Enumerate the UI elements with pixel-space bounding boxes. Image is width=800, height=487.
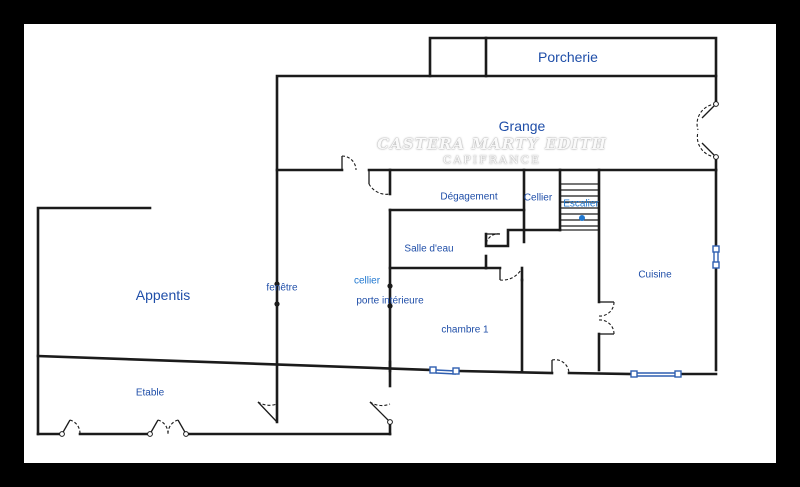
label-cuisine: Cuisine [638,269,672,281]
label-escalier: Escalier [563,198,599,210]
label-porcherie: Porcherie [538,49,598,65]
label-porte-interieure: porte intérieure [356,295,424,307]
photo-frame: Porcherie Grange Dégagement Cellier Esca… [10,10,790,477]
doors [61,103,717,435]
windows [429,245,720,378]
label-grange: Grange [498,118,546,134]
label-chambre: chambre 1 [441,324,489,336]
label-cellier-top: Cellier [523,192,553,204]
grange-walls [275,74,718,424]
label-appentis: Appentis [135,287,191,303]
label-fenetre: fenêtre [266,282,298,294]
main-house-bottom-wall [36,354,718,376]
watermark-title: CASTERA MARTY EDITH [377,135,607,153]
appentis-walls [36,206,152,436]
interior-walls [388,168,562,373]
label-salle-deau: Salle d'eau [404,243,454,255]
label-etable: Etable [135,387,165,399]
etable-walls [36,360,392,436]
label-degagement: Dégagement [440,191,498,203]
floor-plan-drawing [36,36,720,437]
label-cellier-note: cellier [353,275,381,287]
wall-markers [59,101,719,437]
watermark-subtitle: CAPIFRANCE [442,153,542,167]
floor-plan: Porcherie Grange Dégagement Cellier Esca… [24,24,776,463]
porcherie-walls [428,36,718,78]
staircase [559,183,600,231]
